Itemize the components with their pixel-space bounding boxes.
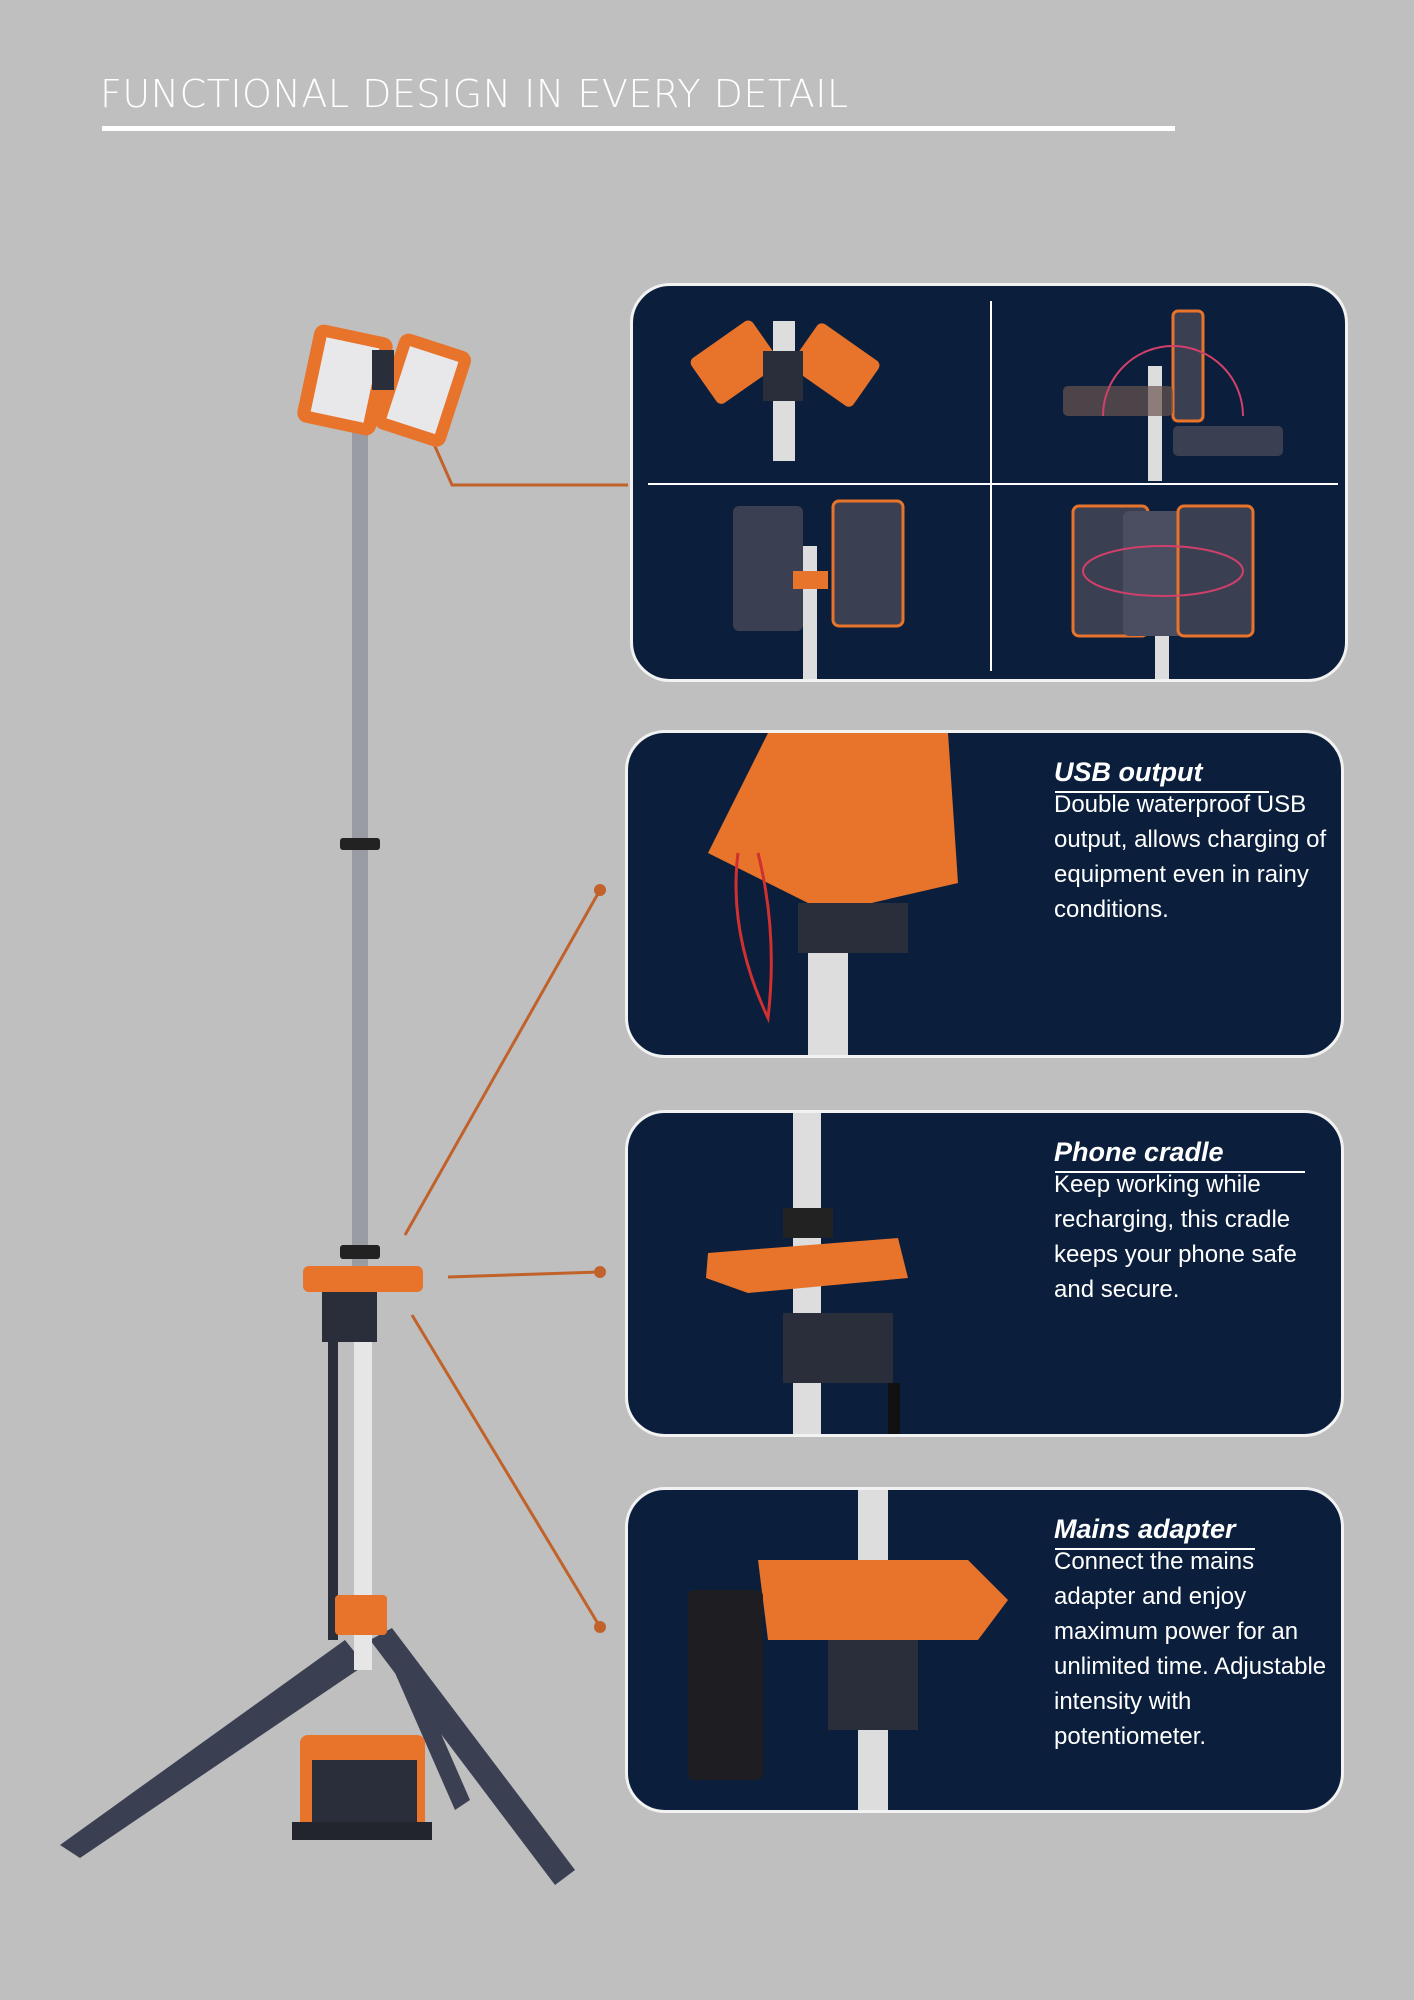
connector-cradle — [447, 1270, 601, 1279]
connector-usb — [403, 889, 602, 1236]
phone-cradle — [303, 1266, 423, 1292]
feature-heading: Phone cradle — [1054, 1137, 1224, 1167]
usb-output-image — [708, 733, 958, 1055]
feature-card-phone-cradle: Phone cradle Keep working while rechargi… — [625, 1110, 1344, 1437]
light-tilt-view — [690, 320, 880, 461]
feature-card-usb-output: USB output Double waterproof USB output,… — [625, 730, 1344, 1058]
feature-heading: USB output — [1054, 757, 1203, 787]
pole-clamp — [340, 838, 380, 850]
connector-dot — [594, 1621, 606, 1633]
lower-pole — [354, 1270, 372, 1670]
heading-underline — [1055, 791, 1269, 793]
light-swivel-view — [1063, 309, 1283, 481]
heading-underline — [1055, 1171, 1305, 1173]
page-title: FUNCTIONAL DESIGN IN EVERY DETAIL — [100, 72, 849, 116]
mains-adapter-image — [688, 1490, 1008, 1810]
adapter-brick — [688, 1590, 763, 1780]
led-light-heads — [297, 324, 471, 447]
light-fold-view — [1071, 504, 1255, 679]
rotation-views-panel — [630, 283, 1348, 682]
connector-dot — [594, 884, 606, 896]
feature-card-mains-adapter: Mains adapter Connect the mains adapter … — [625, 1487, 1344, 1813]
light-rotate-view — [733, 499, 905, 679]
connector-lines — [403, 434, 628, 1628]
heading-underline — [1055, 1548, 1255, 1550]
connector-adapter — [410, 1314, 602, 1628]
connector-dot — [594, 1266, 606, 1278]
connector-head — [428, 434, 628, 487]
tripod-legs — [60, 1628, 575, 1885]
title-underline — [102, 126, 1175, 131]
feature-description: Keep working while recharging, this crad… — [1054, 1171, 1297, 1303]
feature-description: Connect the mains adapter and enjoy maxi… — [1054, 1548, 1327, 1750]
phone-cradle-image — [706, 1113, 908, 1434]
feature-description: Double waterproof USB output, allows cha… — [1054, 791, 1327, 923]
feature-heading: Mains adapter — [1054, 1514, 1236, 1544]
